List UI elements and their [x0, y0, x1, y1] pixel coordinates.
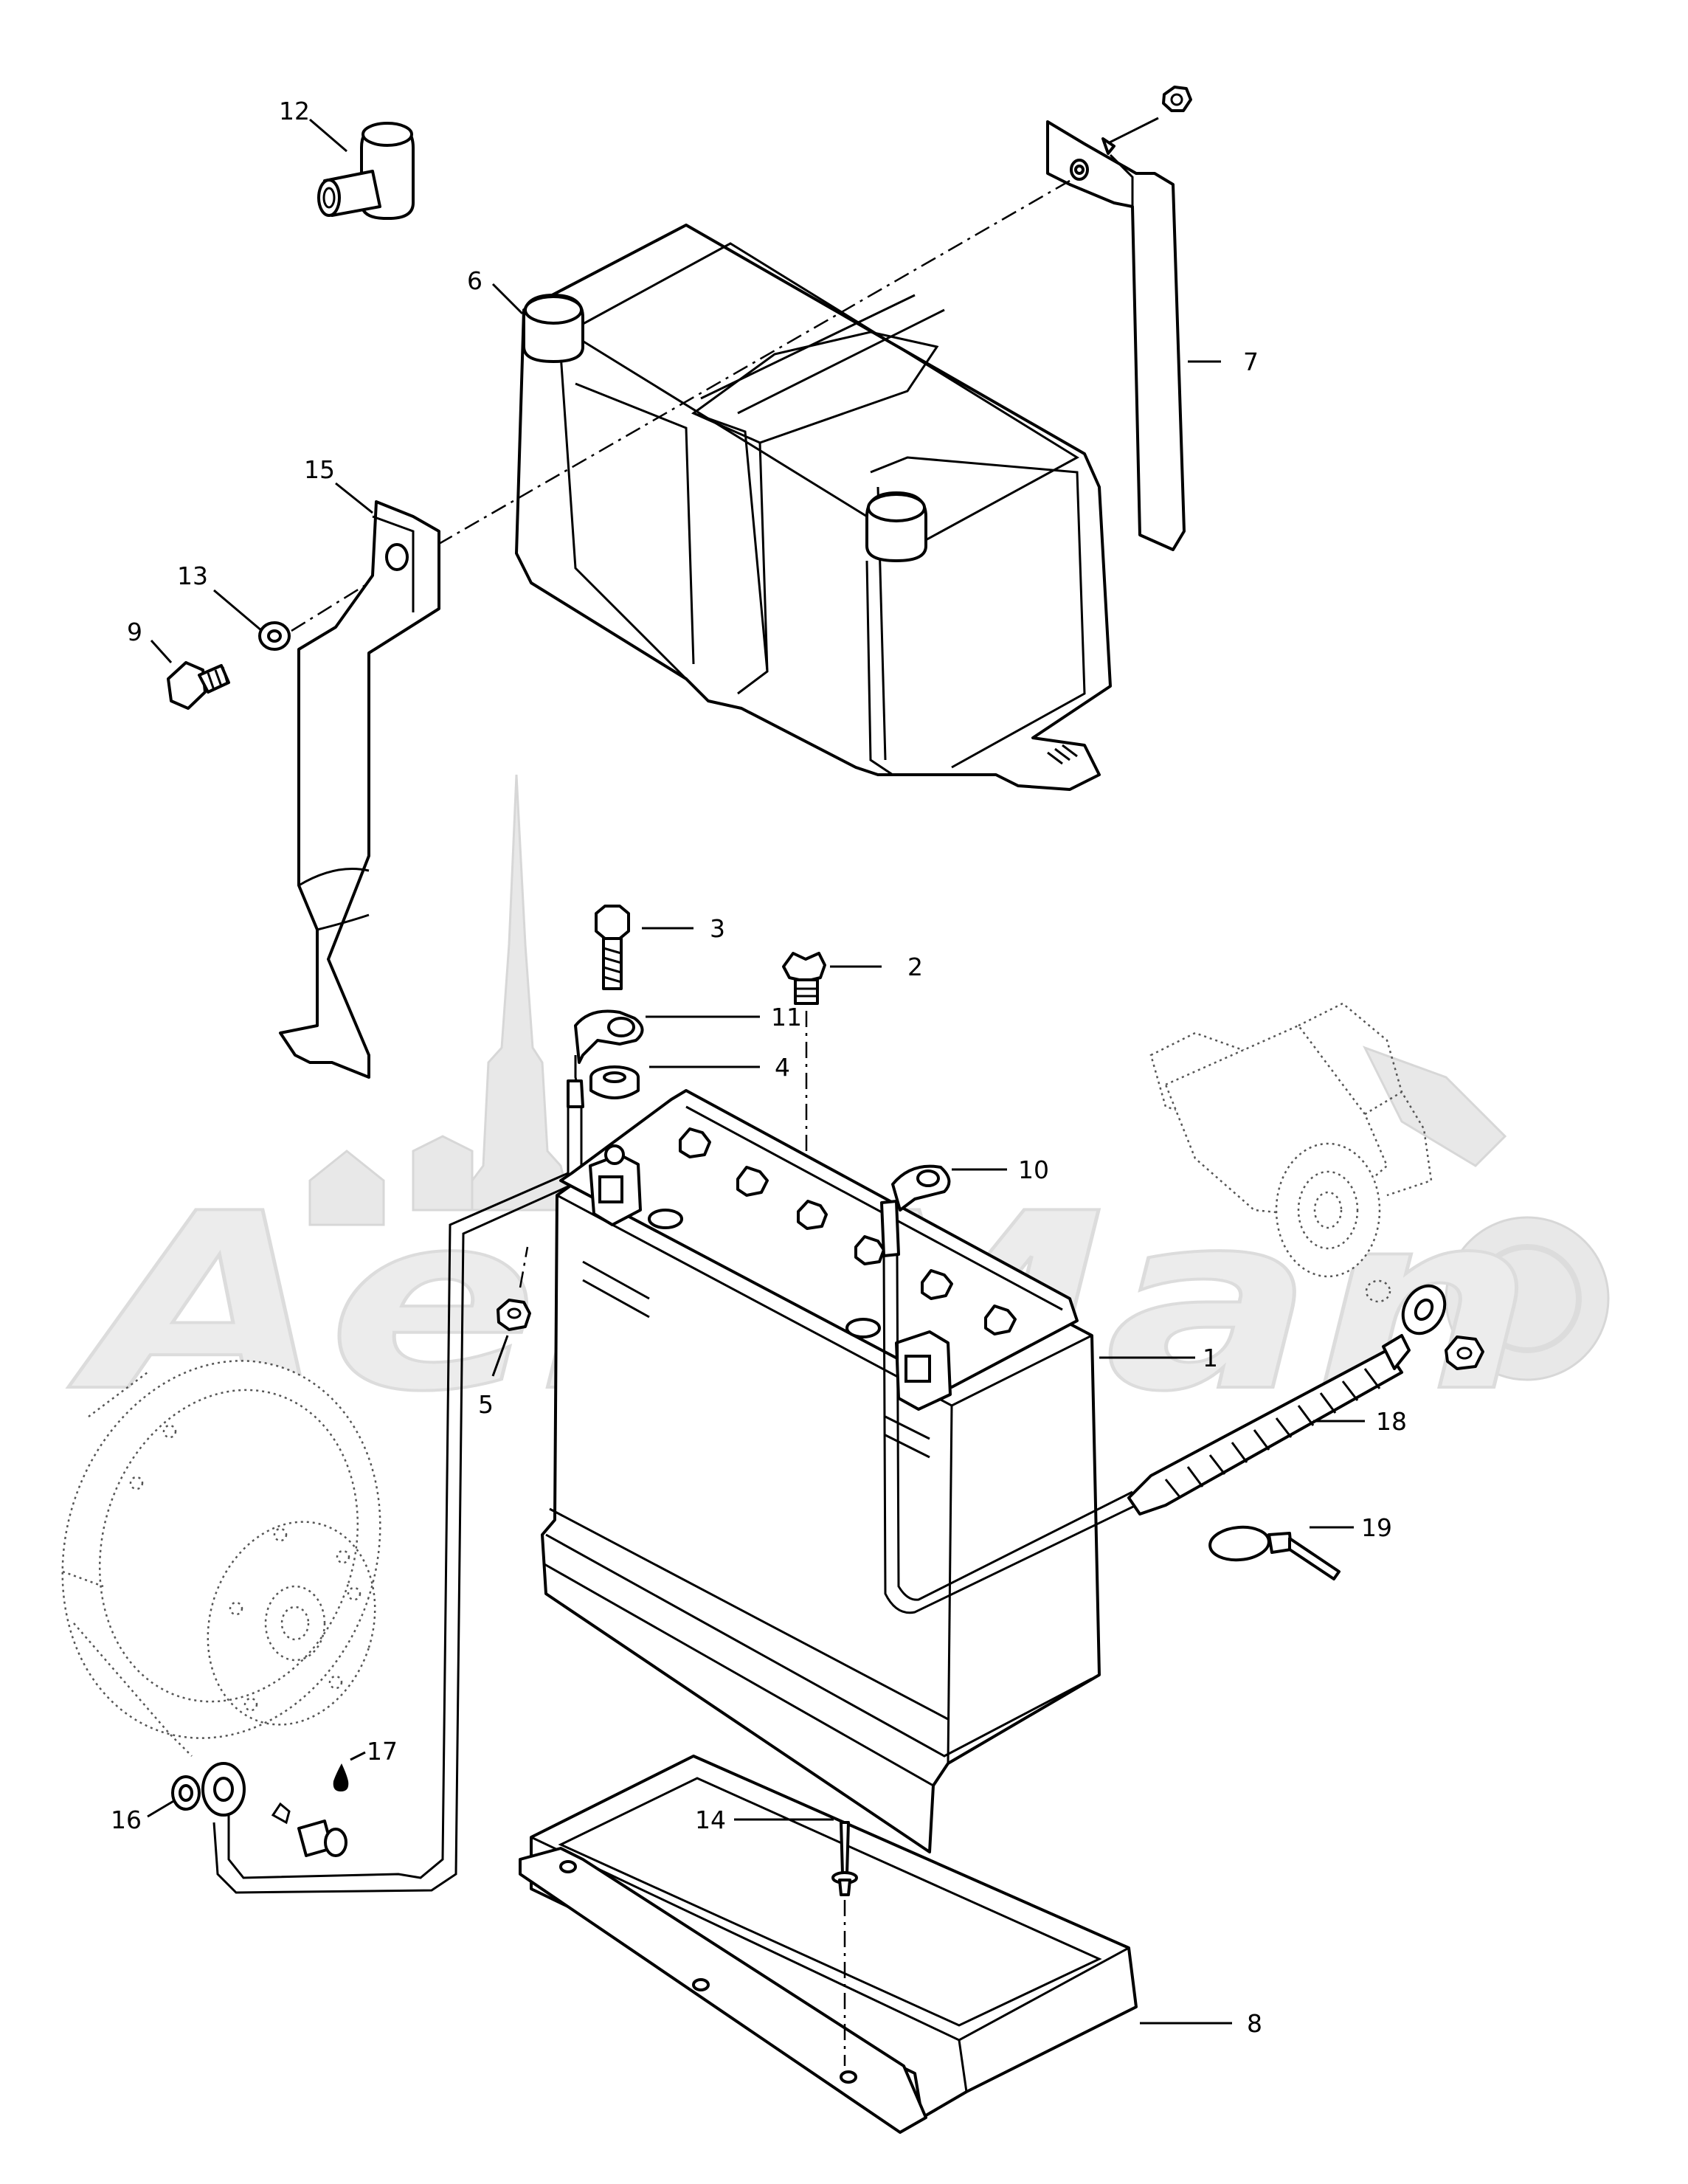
- watermark-cathedral-icon: [308, 774, 586, 1226]
- callout-6: 6: [467, 266, 482, 295]
- callout-leaders: [147, 118, 1365, 2025]
- leader-15: [335, 482, 373, 514]
- part-8-battery-tray: [519, 1755, 1138, 2134]
- part-12-elbow-cap: [317, 122, 415, 220]
- part-18-ground-cable: [1127, 1284, 1484, 1516]
- callout-16: 16: [111, 1805, 142, 1834]
- callout-5: 5: [478, 1390, 494, 1419]
- part-5-nut: [497, 1246, 531, 1331]
- callout-18: 18: [1376, 1407, 1407, 1436]
- leader-6: [491, 283, 524, 315]
- part-16-washer: [171, 1775, 201, 1811]
- leader-17: [350, 1751, 366, 1761]
- starter-motor-dotted: [1149, 1002, 1433, 1303]
- callout-14: 14: [695, 1805, 726, 1834]
- part-6-battery-cover: [515, 224, 1112, 791]
- part-13-washer: [258, 581, 370, 651]
- callout-2: 2: [907, 953, 923, 981]
- leader-5: [491, 1335, 509, 1377]
- callout-1: 1: [1203, 1344, 1218, 1372]
- part-3-terminal-bolt: [595, 905, 630, 990]
- callout-9: 9: [127, 618, 142, 646]
- callout-15: 15: [304, 455, 335, 484]
- callout-11: 11: [771, 1003, 802, 1031]
- part-14-rivet: [831, 1821, 858, 2066]
- callout-19: 19: [1361, 1513, 1392, 1542]
- callout-17: 17: [367, 1737, 398, 1766]
- flywheel-housing-dotted: [61, 1360, 381, 1757]
- leader-9: [150, 639, 173, 664]
- part-1-battery: [541, 1089, 1101, 1853]
- part-7-right-bracket: [1046, 86, 1192, 551]
- callout-3: 3: [710, 914, 725, 943]
- thread-locker-drop-icon: [333, 1763, 349, 1791]
- part-9-bolt: [167, 661, 230, 710]
- part-17-bolt: [271, 1763, 349, 1857]
- callout-4: 4: [775, 1053, 790, 1082]
- callout-7: 7: [1243, 348, 1259, 376]
- part-4-grommet: [589, 1065, 640, 1099]
- part-19-cable-tie: [1208, 1525, 1341, 1580]
- watermark-motorcycle-icon: [1362, 1046, 1610, 1381]
- mounting-axis-upper: [409, 179, 1070, 562]
- leader-12: [309, 118, 347, 153]
- callout-8: 8: [1247, 2009, 1262, 2038]
- part-15-left-bracket: [279, 500, 440, 1079]
- callout-13: 13: [177, 561, 208, 590]
- part-10-positive-cable: [880, 1164, 1137, 1614]
- leader-16: [147, 1799, 176, 1818]
- callout-12: 12: [279, 97, 310, 125]
- callout-10: 10: [1018, 1155, 1049, 1184]
- leader-13: [213, 589, 263, 632]
- callout-labels: 12 6 7 15 13 9 3 2 11 4 10 1 5 18 19 16 …: [111, 97, 1407, 2038]
- part-11-negative-cable: [201, 1009, 644, 1894]
